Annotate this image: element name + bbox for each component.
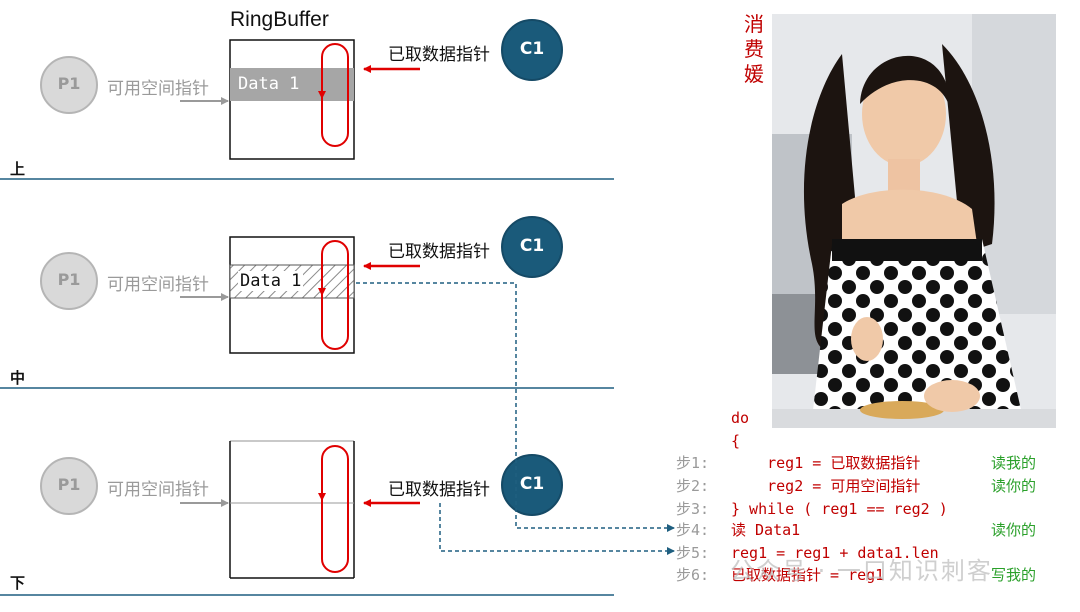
step-label: 步5: (676, 544, 710, 562)
consumer-label: C1 (519, 236, 545, 256)
photo-illustration (772, 14, 1056, 428)
section-tag: 中 (10, 369, 26, 387)
producer-label: P1 (57, 74, 81, 93)
producer-node (40, 457, 98, 515)
data-cell-filled (230, 68, 354, 101)
code-line: reg2 = 可用空间指针 (731, 477, 921, 495)
producer-node (40, 56, 98, 114)
photo (772, 14, 1056, 428)
code-note: 读我的 (991, 454, 1037, 472)
consumer-label: C1 (519, 39, 545, 59)
code-line: reg1 = 已取数据指针 (731, 454, 921, 472)
code-note: 读你的 (991, 521, 1037, 539)
producer-label: P1 (57, 270, 81, 289)
cell-text: Data 1 (238, 271, 304, 291)
connector-to-step5 (439, 503, 675, 555)
producer-label: P1 (57, 475, 81, 494)
free-pointer-label: 可用空间指针 (107, 79, 209, 99)
read-pointer-track (321, 445, 349, 573)
cell-text: Data 1 (238, 74, 300, 94)
step-label: 步1: (676, 454, 710, 472)
consumer-label: C1 (519, 474, 545, 494)
consumer-node (501, 216, 563, 278)
consumer-node (501, 454, 563, 516)
read-pointer-label: 已取数据指针 (388, 242, 490, 262)
producer-node (40, 252, 98, 310)
step-label: 步3: (676, 500, 710, 518)
code-note: 写我的 (991, 566, 1037, 584)
vertical-title: 消费媛 (744, 12, 764, 86)
section-tag: 下 (10, 574, 26, 592)
code-line: } while ( reg1 == reg2 ) (731, 500, 948, 518)
free-pointer-label: 可用空间指针 (107, 480, 209, 500)
consumer-node (501, 19, 563, 81)
read-pointer-label: 已取数据指针 (388, 45, 490, 65)
code-line: 读 Data1 (731, 521, 801, 539)
step-label: 步4: (676, 521, 710, 539)
read-pointer-label: 已取数据指针 (388, 480, 490, 500)
code-do: do (731, 409, 750, 427)
diagram-title: RingBuffer (230, 8, 329, 31)
code-note: 读你的 (991, 477, 1037, 495)
section-middle (40, 216, 563, 354)
section-bottom (40, 440, 563, 579)
free-pointer-label: 可用空间指针 (107, 275, 209, 295)
code-line: reg1 = reg1 + data1.len (731, 544, 939, 562)
step-label: 步2: (676, 477, 710, 495)
section-top (40, 19, 563, 160)
step-label: 步6: (676, 566, 710, 584)
connector-to-step4 (356, 282, 675, 532)
section-tag: 上 (10, 160, 26, 178)
code-line: 已取数据指针 = reg1 (731, 566, 885, 584)
watermark: 公众号 · 一口知识刺客 (730, 557, 993, 585)
code-open-brace: { (731, 432, 741, 450)
